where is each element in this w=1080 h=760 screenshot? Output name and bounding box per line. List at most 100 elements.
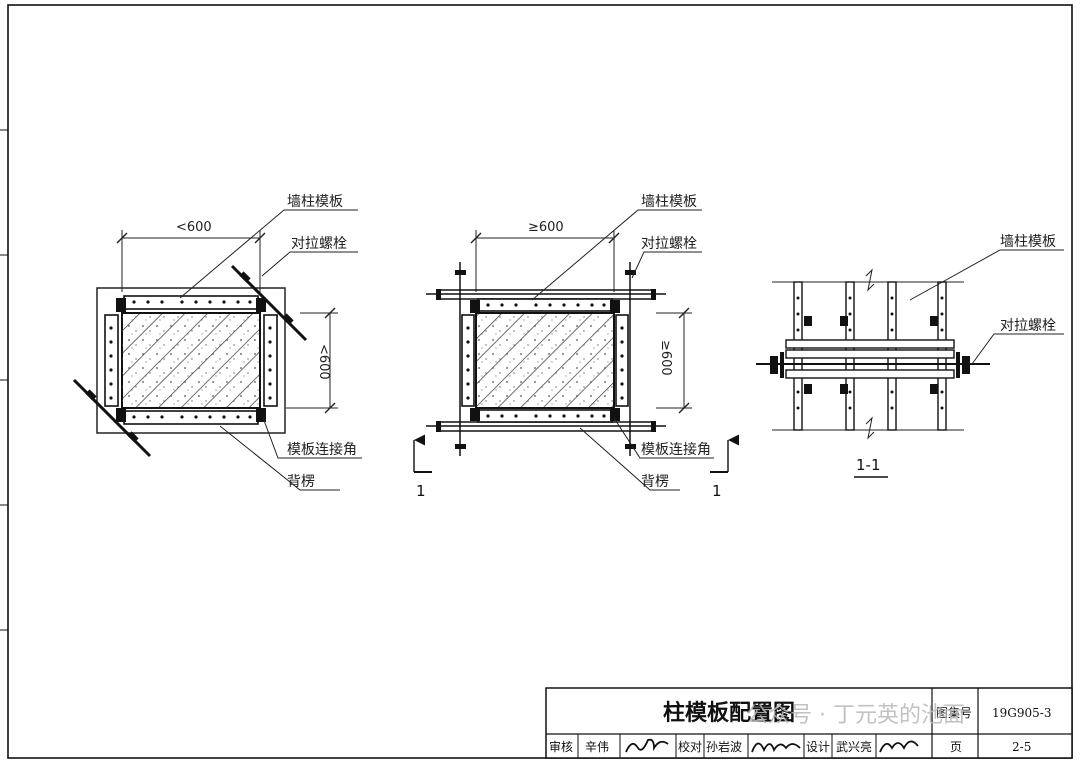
formwork-panel-right	[615, 314, 629, 407]
section-name: 1-1	[856, 456, 881, 474]
design-label: 设计	[806, 740, 830, 754]
nut	[651, 421, 656, 432]
nut	[625, 444, 636, 449]
section-mark-left: 1	[416, 482, 426, 500]
bolt-plate	[127, 431, 139, 443]
dim-tick	[470, 232, 482, 244]
dim-tick	[608, 232, 620, 244]
dim-width-label: ≥600	[528, 220, 564, 235]
leader-line	[909, 249, 1064, 301]
back-ridge-bar	[785, 349, 955, 359]
dim-tick	[324, 402, 336, 414]
label-formwork-corner: 模板连接角	[287, 441, 357, 458]
section-view-1-1: 墙柱模板 对拉螺栓 1-1	[756, 234, 1064, 478]
bolt-plate	[282, 313, 294, 325]
bolt-plate	[239, 271, 251, 283]
back-ridge-bar	[785, 369, 955, 379]
panel-holes	[109, 300, 272, 419]
leader-line	[613, 417, 714, 459]
break-symbol	[865, 268, 875, 292]
leader-line	[179, 209, 358, 299]
wedge-clip	[804, 316, 812, 326]
design-name: 武兴亮	[836, 739, 872, 754]
nut	[625, 270, 636, 275]
rib-holes	[796, 296, 944, 410]
wedge-clip	[930, 316, 938, 326]
wedge-clip	[840, 316, 848, 326]
corner-connector	[610, 408, 620, 421]
atlas-no: 19G905-3	[992, 706, 1051, 720]
formwork-panel-right	[263, 314, 278, 407]
leader-line	[631, 251, 702, 279]
wedge-clip	[840, 384, 848, 394]
corner-connector	[470, 300, 480, 313]
design-signature	[879, 740, 919, 753]
label-tie-bolt: 对拉螺栓	[641, 236, 697, 252]
corner-connector	[610, 300, 620, 313]
watermark: 公众号 · 丁元英的池面	[746, 703, 965, 728]
bolt-plate	[85, 389, 97, 401]
dim-tick	[116, 232, 128, 244]
check-label: 校对	[678, 739, 702, 754]
corner-connector	[470, 408, 480, 421]
leader-line	[261, 414, 362, 459]
formwork-panel-left	[104, 314, 119, 407]
check-signature	[751, 742, 801, 753]
formwork-panel-left	[461, 314, 475, 407]
label-back-ridge: 背楞	[287, 474, 315, 490]
plan-small-column: <600 <600 墙柱模板 对拉螺栓 模板连接角 背楞	[72, 194, 362, 491]
label-tie-bolt: 对拉螺栓	[291, 236, 347, 252]
label-wall-column-formwork: 墙柱模板	[641, 194, 697, 210]
corner-connector	[116, 408, 126, 422]
drawing-title: 柱模板配置图	[663, 701, 795, 726]
leader-line	[579, 427, 680, 491]
page-no: 2-5	[1012, 740, 1031, 754]
nut	[436, 421, 441, 432]
label-wall-column-formwork: 墙柱模板	[287, 194, 343, 210]
dim-tick	[678, 307, 690, 319]
wedge-clip	[804, 384, 812, 394]
wedge-clip	[930, 384, 938, 394]
label-back-ridge: 背楞	[641, 474, 669, 490]
nut	[455, 270, 466, 275]
label-wall-column-formwork: 墙柱模板	[1000, 234, 1056, 250]
break-symbol	[865, 416, 875, 440]
leader-line	[531, 209, 702, 301]
concrete-speckle	[476, 313, 614, 408]
corner-connector	[256, 408, 266, 422]
review-label: 审核	[549, 739, 573, 754]
nut	[455, 444, 466, 449]
review-name: 辛伟	[585, 740, 609, 754]
page-label: 页	[950, 740, 962, 754]
dim-height-label: ≥600	[658, 340, 673, 376]
leader-line	[971, 333, 1064, 365]
atlas-no-label: 图集号	[936, 705, 972, 720]
bolt-nut	[962, 356, 970, 374]
dim-tick	[254, 232, 266, 244]
dim-tick	[678, 402, 690, 414]
concrete-speckle	[122, 313, 260, 408]
dim-height-label: <600	[316, 344, 331, 380]
plan-large-column: ≥600 ≥600 墙柱模板 对拉螺栓 模板连接角 背楞 1 1	[413, 194, 740, 500]
dim-width-label: <600	[176, 220, 212, 235]
section-mark-right: 1	[712, 482, 722, 500]
label-formwork-corner: 模板连接角	[641, 441, 711, 458]
back-ridge-outline	[96, 287, 286, 434]
leader-line	[261, 251, 358, 277]
title-block-frame	[545, 687, 1073, 759]
review-signature	[625, 738, 669, 753]
dim-tick	[324, 307, 336, 319]
corner-connector	[256, 298, 266, 312]
leader-line	[219, 425, 340, 491]
sheet-border	[7, 4, 1073, 759]
nut	[651, 289, 656, 300]
bolt-nut	[770, 356, 778, 374]
panel-holes	[466, 303, 624, 418]
corner-connector	[116, 298, 126, 312]
title-block: 柱模板配置图 图集号 19G905-3 审核 辛伟 校对 孙岩波 设计 武兴亮 …	[545, 687, 1073, 759]
bolt-washer	[780, 352, 784, 378]
back-ridge-bar	[785, 339, 955, 349]
nut	[436, 289, 441, 300]
